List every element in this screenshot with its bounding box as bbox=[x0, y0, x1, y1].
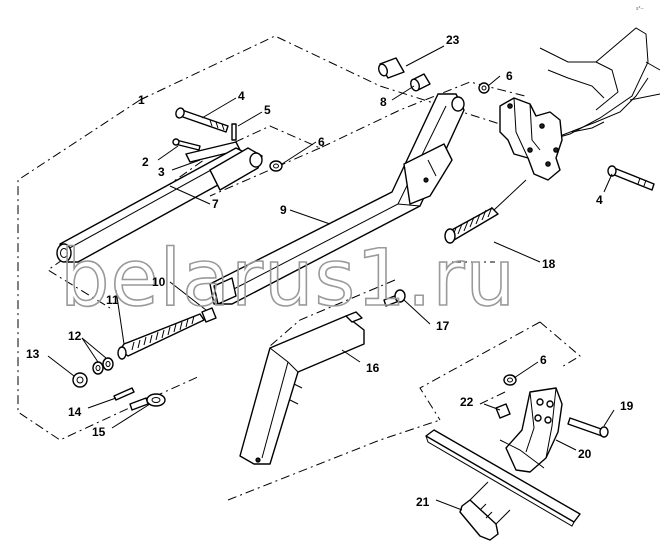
callout-2: 2 bbox=[142, 155, 149, 169]
crossbar bbox=[425, 429, 581, 527]
corner-mark: s*-- bbox=[636, 6, 644, 12]
nut-10 bbox=[201, 307, 217, 323]
callout-9: 9 bbox=[280, 203, 287, 217]
spring-11 bbox=[117, 313, 205, 360]
bolt-17 bbox=[383, 289, 406, 307]
arm-7 bbox=[56, 147, 263, 263]
watermark: belarus1.ru bbox=[60, 234, 516, 324]
spring-18 bbox=[444, 179, 527, 244]
drawbar-16 bbox=[239, 311, 365, 465]
callout-19: 19 bbox=[620, 399, 634, 413]
pin-14 bbox=[113, 387, 135, 401]
nut-6-bottom bbox=[503, 374, 517, 386]
callout-11: 11 bbox=[106, 293, 119, 307]
pin-5 bbox=[231, 123, 237, 141]
pin-23 bbox=[378, 57, 405, 79]
callout-21: 21 bbox=[416, 495, 430, 509]
callout-14: 14 bbox=[68, 405, 82, 419]
callout-16: 16 bbox=[366, 361, 380, 375]
callout-labels: 1 2 3 4 4 5 6 6 6 7 8 9 10 11 12 13 14 1… bbox=[26, 33, 634, 509]
callout-6-right: 6 bbox=[506, 69, 513, 83]
washers-12 bbox=[92, 357, 114, 375]
bolt-19 bbox=[567, 417, 609, 438]
frame-9 bbox=[209, 93, 465, 305]
callout-20: 20 bbox=[578, 447, 592, 461]
bolt-4-top bbox=[175, 107, 229, 133]
nut-6-right bbox=[478, 82, 490, 94]
callout-15: 15 bbox=[92, 425, 106, 439]
callout-7: 7 bbox=[212, 197, 219, 211]
bolt-4-right bbox=[607, 165, 655, 191]
callout-3: 3 bbox=[158, 165, 165, 179]
callout-10: 10 bbox=[152, 275, 166, 289]
eye-bolt-15 bbox=[129, 393, 166, 411]
callout-22: 22 bbox=[460, 395, 474, 409]
nut-13 bbox=[72, 372, 88, 388]
callout-4-top: 4 bbox=[238, 89, 245, 103]
u-bolt-21 bbox=[459, 481, 511, 541]
bracket-20 bbox=[499, 387, 563, 473]
callout-8: 8 bbox=[380, 95, 387, 109]
callout-1: 1 bbox=[138, 93, 145, 107]
callout-6-upper: 6 bbox=[318, 135, 325, 149]
screw-2 bbox=[172, 138, 201, 151]
nut-6-upper bbox=[269, 160, 283, 172]
callout-6-bottom: 6 bbox=[540, 353, 547, 367]
callout-4-right: 4 bbox=[596, 193, 603, 207]
callout-5: 5 bbox=[264, 103, 271, 117]
callout-12: 12 bbox=[68, 329, 82, 343]
callout-13: 13 bbox=[26, 347, 40, 361]
callout-18: 18 bbox=[542, 257, 556, 271]
callout-17: 17 bbox=[436, 319, 450, 333]
mounting-bracket bbox=[499, 97, 563, 181]
leader-lines bbox=[47, 45, 615, 511]
callout-23: 23 bbox=[446, 33, 460, 47]
bushing-8 bbox=[410, 73, 431, 92]
nut-22 bbox=[495, 403, 511, 419]
